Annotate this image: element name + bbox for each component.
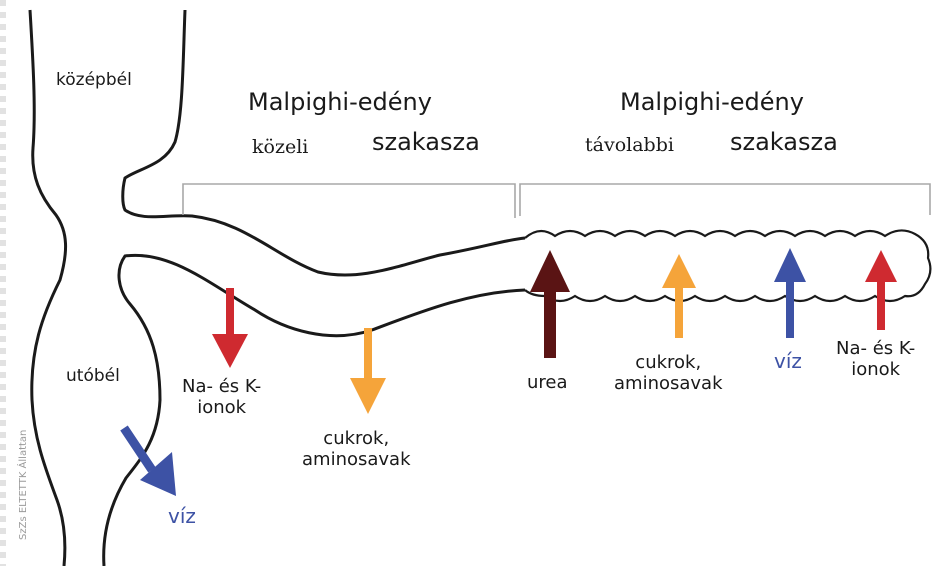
distal-sugars-line-2: aminosavak <box>614 373 723 394</box>
proximal-suffix: szakasza <box>372 128 480 156</box>
arrow-urea <box>530 250 570 358</box>
tubule-distal-wall <box>525 230 930 301</box>
proximal-ions-label: Na- és K- ionok <box>182 376 261 418</box>
distal-sugars-label: cukrok, aminosavak <box>614 352 723 394</box>
distal-ions-label: Na- és K- ionok <box>836 338 915 380</box>
arrow-distal-water <box>774 248 806 338</box>
proximal-sugars-line-1: cukrok, <box>302 428 411 449</box>
arrow-distal-sugars <box>662 254 696 338</box>
urea-label: urea <box>527 372 568 393</box>
distal-sugars-line-1: cukrok, <box>614 352 723 373</box>
image-credit: SzZs ELTETTK Állattan <box>18 430 29 540</box>
distal-water-label: víz <box>774 350 802 374</box>
proximal-qualifier: közeli <box>252 136 308 158</box>
distal-section-title: Malpighi-edény <box>620 88 804 116</box>
proximal-ions-line-2: ionok <box>182 397 261 418</box>
distal-ions-line-2: ionok <box>836 359 915 380</box>
proximal-section-title: Malpighi-edény <box>248 88 432 116</box>
hind-gut-label: utóbél <box>66 366 120 386</box>
arrow-distal-ions <box>865 250 897 330</box>
gut-right-wall-lower <box>104 255 525 566</box>
gut-left-wall <box>30 10 66 566</box>
proximal-ions-line-1: Na- és K- <box>182 376 261 397</box>
arrow-hindgut-water <box>124 428 176 496</box>
proximal-sugars-line-2: aminosavak <box>302 449 411 470</box>
distal-qualifier: távolabbi <box>585 134 674 156</box>
distal-suffix: szakasza <box>730 128 838 156</box>
distal-ions-line-1: Na- és K- <box>836 338 915 359</box>
proximal-bracket <box>183 184 515 218</box>
middle-gut-label: középbél <box>56 70 132 90</box>
arrow-proximal-sugars <box>350 328 386 414</box>
hindgut-water-label: víz <box>168 505 196 529</box>
arrow-proximal-ions <box>212 288 248 368</box>
distal-bracket <box>520 184 930 216</box>
proximal-sugars-label: cukrok, aminosavak <box>302 428 411 470</box>
